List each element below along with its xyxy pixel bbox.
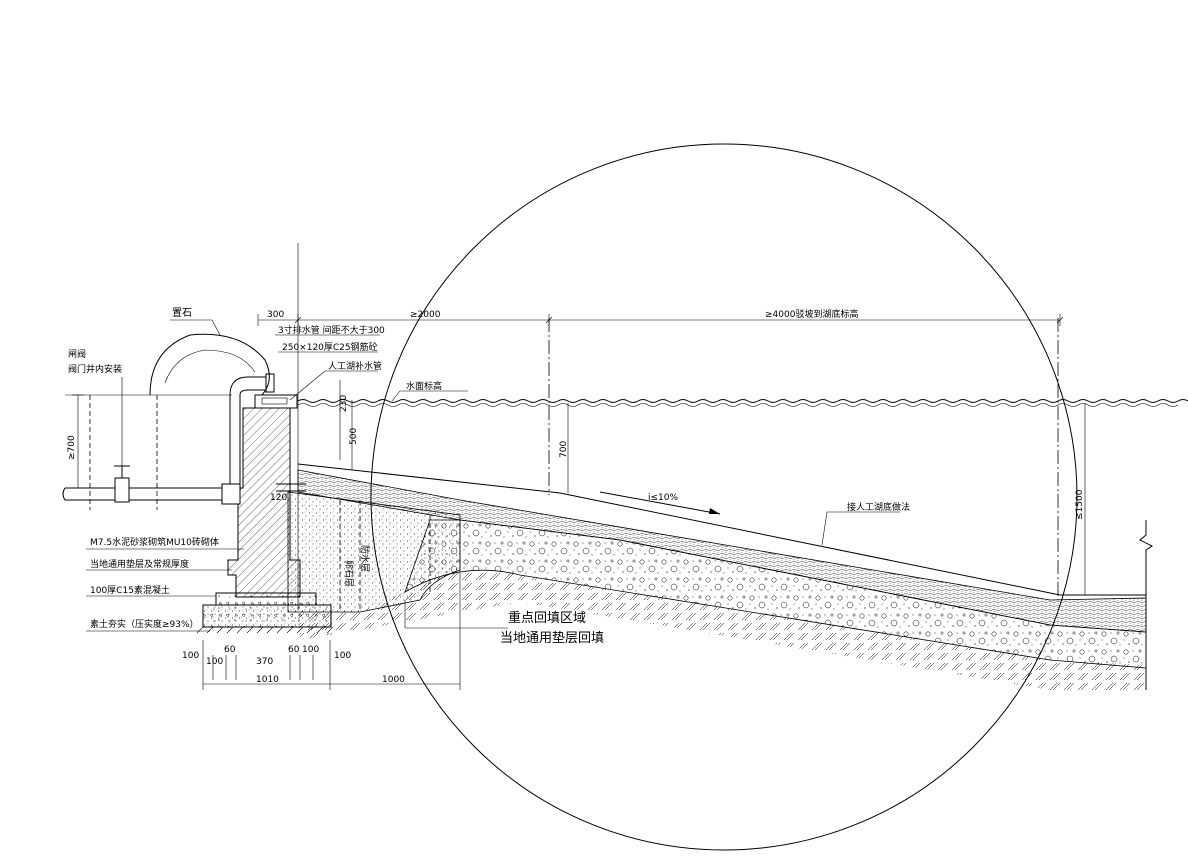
slope-surface <box>297 463 1146 596</box>
gate-valve-icon <box>114 465 130 503</box>
dim-500: 500 <box>349 428 359 445</box>
compacted-soil-label: 素土夯实（压实度≥93%） <box>90 618 199 630</box>
valve-note-label: 阀门井内安装 <box>68 363 122 375</box>
concrete-base-label: 100厚C15素混凝土 <box>90 584 170 596</box>
stone-label: 置石 <box>172 307 192 319</box>
leader-lake-bottom-drop <box>821 511 828 546</box>
dim-bottom-1000: 1000 <box>382 675 405 685</box>
supply-pipe <box>62 373 275 505</box>
concrete-base <box>215 592 317 606</box>
leader-water-level-drop <box>391 390 401 402</box>
base-layer-label: 当地通用垫层及常规厚度 <box>90 558 189 570</box>
dim-bottom-60-b: 60 <box>288 645 300 655</box>
masonry-label: M7.5水泥砂浆砌筑MU10砖砌体 <box>90 536 219 548</box>
vertical-label-2: 防水层 <box>359 545 371 572</box>
boulder-stone-inner <box>164 349 256 384</box>
dim-bottom-1010: 1010 <box>256 675 279 685</box>
dim-bottom-100-b: 100 <box>206 657 223 667</box>
dim-120: 120 <box>270 493 287 503</box>
top-dimension-line <box>257 314 1064 326</box>
slope-arrowhead <box>709 508 720 514</box>
slope-arrow <box>599 491 721 515</box>
leader-overflow-drop <box>289 370 326 401</box>
dim-4000: ≥4000驳坡到湖底标高 <box>765 308 858 320</box>
dim-bottom-100-d: 100 <box>334 651 351 661</box>
vertical-label-1: 卵石层 <box>343 560 354 587</box>
dim-300: 300 <box>267 310 284 320</box>
footing-ground-hatch <box>196 626 334 634</box>
dim-bottom-370: 370 <box>256 657 273 667</box>
slab-inner <box>261 397 288 405</box>
bottom-soil-layer <box>298 570 1146 690</box>
dim-700: 700 <box>559 441 569 458</box>
drain-pipe-label: 3寸排水管 间距不大于300 <box>278 324 385 336</box>
boulder-stone <box>149 333 270 396</box>
bottom-dimension-line <box>202 520 461 690</box>
backfill-key-label: 重点回填区域 <box>508 610 586 626</box>
detail-circle <box>370 143 1078 851</box>
backfill-general-label: 当地通用垫层回填 <box>500 630 604 646</box>
concrete-slab-cap <box>254 394 298 409</box>
lake-bottom-label: 接人工湖底做法 <box>847 501 910 513</box>
overflow-pipe-label: 人工湖补水管 <box>328 360 382 372</box>
slab-label: 250×120厚C25钢筋砼 <box>282 341 378 353</box>
dim-bottom-100-a: 100 <box>182 651 199 661</box>
gate-valve-label: 闸阀 <box>68 349 86 360</box>
dim-bottom-100-c: 100 <box>302 645 319 655</box>
compacted-soil-texture <box>203 605 331 627</box>
dim-2000: ≥2000 <box>410 310 441 320</box>
dim-230: 230 <box>339 395 349 412</box>
dim-1500: ≤1500 <box>1075 489 1085 520</box>
left-depth-dim <box>72 394 84 489</box>
slope-label: i≤10% <box>648 493 678 503</box>
dim-bottom-60-a: 60 <box>224 645 236 655</box>
water-level-label: 水面标高 <box>406 380 442 392</box>
water-surface <box>297 399 1188 407</box>
break-mark <box>1139 520 1153 690</box>
dim-700-left: ≥700 <box>67 435 77 460</box>
stone-leader-2 <box>211 319 221 336</box>
